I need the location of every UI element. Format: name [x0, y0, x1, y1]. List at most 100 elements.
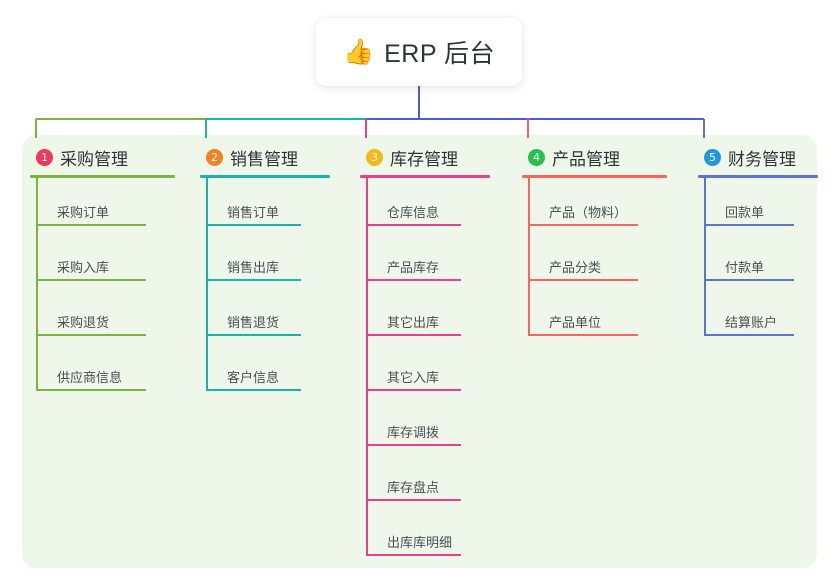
branch-trunk-line — [704, 178, 706, 336]
branch-item-underline — [528, 334, 638, 336]
branch-item-label: 客户信息 — [227, 370, 280, 385]
branch-column-2: 2 销售管理销售订单销售出库销售退货客户信息 — [200, 146, 330, 398]
branch-column-3: 3 库存管理仓库信息产品库存其它出库其它入库库存调拨库存盘点出库库明细 — [360, 146, 490, 563]
branch-item-list: 销售订单销售出库销售退货客户信息 — [200, 178, 330, 398]
branch-item-underline — [206, 279, 301, 281]
branch-item-label: 库存盘点 — [387, 480, 440, 495]
branch-column-1: 1 采购管理采购订单采购入库采购退货供应商信息 — [30, 146, 175, 398]
branch-title: 销售管理 — [230, 149, 298, 169]
branch-trunk-line — [36, 178, 38, 391]
branch-title: 采购管理 — [60, 149, 128, 169]
branch-item-label: 产品分类 — [549, 260, 602, 275]
branch-item[interactable]: 库存盘点 — [360, 463, 482, 501]
branch-item-label: 结算账户 — [725, 315, 778, 330]
branch-item-underline — [704, 224, 794, 226]
branch-number-badge: 3 — [366, 148, 383, 166]
branch-underline — [360, 175, 490, 178]
root-node[interactable]: 👍 ERP 后台 — [316, 18, 522, 86]
branch-trunk-line — [528, 178, 530, 336]
branch-item[interactable]: 供应商信息 — [30, 353, 167, 391]
branch-item[interactable]: 出库库明细 — [360, 518, 482, 556]
root-title: ERP 后台 — [384, 40, 496, 68]
branch-item-label: 采购入库 — [57, 260, 110, 275]
branch-underline — [522, 175, 667, 178]
branch-item-label: 出库库明细 — [387, 535, 453, 550]
branch-item-label: 销售出库 — [227, 260, 280, 275]
branch-item-underline — [36, 224, 146, 226]
branch-item-underline — [366, 499, 461, 501]
branch-item-list: 采购订单采购入库采购退货供应商信息 — [30, 178, 175, 398]
branch-item-underline — [206, 389, 301, 391]
branch-item[interactable]: 销售出库 — [200, 243, 322, 281]
branch-item-underline — [704, 279, 794, 281]
branch-column-4: 4 产品管理产品（物料） 产品分类产品单位 — [522, 146, 667, 343]
branch-underline — [30, 175, 175, 178]
branch-item-label: 销售订单 — [227, 205, 280, 220]
branch-header-3[interactable]: 3 库存管理 — [360, 146, 490, 169]
branch-number-badge: 2 — [206, 148, 223, 166]
branch-item-list: 仓库信息产品库存其它出库其它入库库存调拨库存盘点出库库明细 — [360, 178, 490, 563]
branch-item-label: 其它入库 — [387, 370, 440, 385]
branch-underline — [200, 175, 330, 178]
branch-item-underline — [704, 334, 794, 336]
branch-item-underline — [206, 334, 301, 336]
branch-item-underline — [36, 389, 146, 391]
branch-item-underline — [528, 279, 638, 281]
branch-number-badge: 5 — [704, 148, 721, 166]
branch-item[interactable]: 采购退货 — [30, 298, 167, 336]
branch-item-underline — [36, 279, 146, 281]
branch-item[interactable]: 客户信息 — [200, 353, 322, 391]
branch-item-underline — [366, 389, 461, 391]
branch-item-label: 付款单 — [725, 260, 765, 275]
branch-number-badge: 1 — [36, 148, 53, 166]
branch-item[interactable]: 付款单 — [698, 243, 815, 281]
branch-title: 产品管理 — [552, 149, 620, 169]
thumbs-up-icon: 👍 — [342, 37, 375, 66]
branch-header-1[interactable]: 1 采购管理 — [30, 146, 175, 169]
branch-header-2[interactable]: 2 销售管理 — [200, 146, 330, 169]
branch-item[interactable]: 产品（物料） — [522, 188, 659, 226]
branch-item-label: 销售退货 — [227, 315, 280, 330]
branch-item[interactable]: 产品单位 — [522, 298, 659, 336]
branch-item-label: 产品库存 — [387, 260, 440, 275]
branch-item-underline — [36, 334, 146, 336]
branch-item[interactable]: 其它出库 — [360, 298, 482, 336]
branch-item[interactable]: 其它入库 — [360, 353, 482, 391]
branch-item-label: 产品（物料） — [549, 205, 628, 220]
branch-item[interactable]: 产品分类 — [522, 243, 659, 281]
branch-item-underline — [366, 224, 461, 226]
branch-item-list: 回款单付款单结算账户 — [698, 178, 818, 343]
branch-item-label: 产品单位 — [549, 315, 602, 330]
branch-trunk-line — [206, 178, 208, 391]
branch-item-underline — [528, 224, 638, 226]
branch-item[interactable]: 仓库信息 — [360, 188, 482, 226]
branch-item-list: 产品（物料） 产品分类产品单位 — [522, 178, 667, 343]
branch-trunk-line — [366, 178, 368, 556]
branch-item-underline — [366, 334, 461, 336]
branch-title: 库存管理 — [390, 149, 458, 169]
branch-item[interactable]: 产品库存 — [360, 243, 482, 281]
branch-item[interactable]: 结算账户 — [698, 298, 815, 336]
branch-item[interactable]: 采购入库 — [30, 243, 167, 281]
branch-underline — [698, 175, 818, 178]
branch-item-underline — [206, 224, 301, 226]
branch-item[interactable]: 销售退货 — [200, 298, 322, 336]
branch-item[interactable]: 采购订单 — [30, 188, 167, 226]
branch-item-label: 采购退货 — [57, 315, 110, 330]
branch-item-label: 其它出库 — [387, 315, 440, 330]
branch-item[interactable]: 回款单 — [698, 188, 815, 226]
branch-item-label: 仓库信息 — [387, 205, 440, 220]
branch-item-label: 供应商信息 — [57, 370, 123, 385]
diagram-panel — [22, 135, 817, 568]
branch-item[interactable]: 销售订单 — [200, 188, 322, 226]
branch-item-underline — [366, 554, 461, 556]
branch-item-label: 库存调拨 — [387, 425, 440, 440]
branch-item[interactable]: 库存调拨 — [360, 408, 482, 446]
branch-number-badge: 4 — [528, 148, 545, 166]
branch-header-4[interactable]: 4 产品管理 — [522, 146, 667, 169]
branch-item-underline — [366, 279, 461, 281]
branch-item-underline — [366, 444, 461, 446]
branch-item-label: 回款单 — [725, 205, 765, 220]
